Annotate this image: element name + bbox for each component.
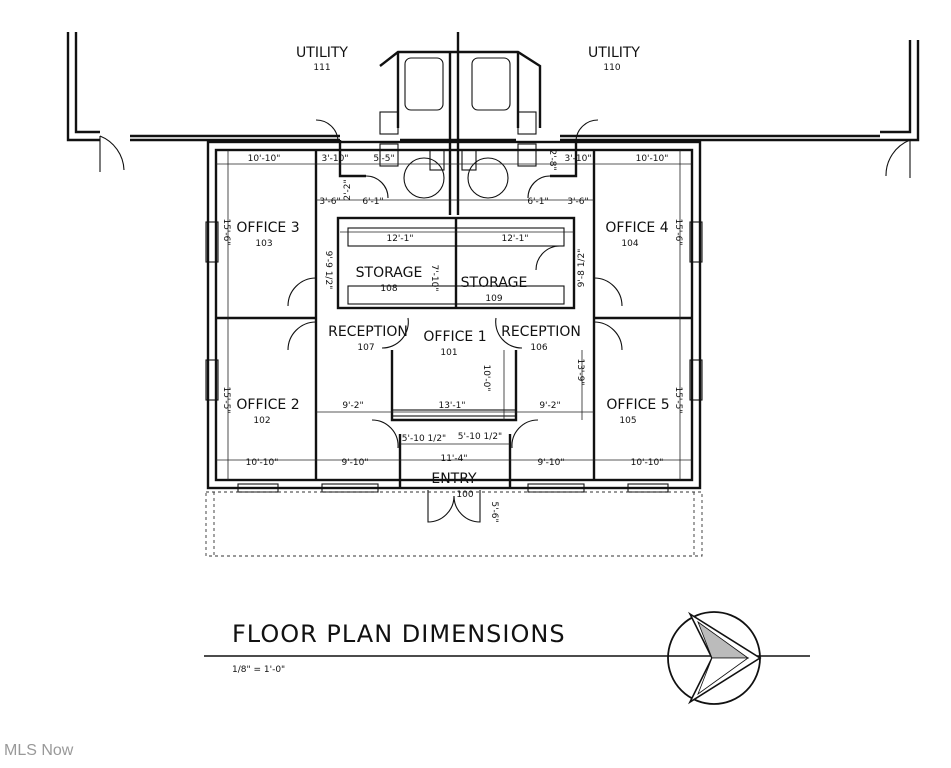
title-block: FLOOR PLAN DIMENSIONS 1/8" = 1'-0" — [204, 620, 810, 675]
main-walls — [206, 140, 702, 490]
adjacent-building-walls — [66, 32, 920, 178]
dim-label: 9'-10" — [537, 458, 564, 468]
dim-label: 11'-4" — [440, 454, 467, 464]
dim-label: 9'-9 1/2" — [323, 251, 333, 290]
dim-label: 5'-10 1/2" — [402, 434, 446, 444]
room-number: 106 — [530, 343, 547, 353]
dim-label: 15'-6" — [221, 218, 231, 245]
room-office-4: OFFICE 4 104 — [605, 220, 668, 249]
dim-label: 6'-1" — [527, 197, 548, 207]
room-name: ENTRY — [431, 471, 477, 487]
dim-label: 10'-10" — [631, 458, 664, 468]
dim-label: 12'-1" — [386, 234, 413, 244]
dim-label: 5'-10 1/2" — [458, 432, 502, 442]
room-number: 103 — [255, 239, 272, 249]
dim-label: 5'-6" — [489, 501, 499, 522]
dim-label: 10'-10" — [248, 154, 281, 164]
dim-label: 10'-10" — [636, 154, 669, 164]
room-name: OFFICE 5 — [606, 397, 669, 413]
dim-label: 9'-2" — [539, 401, 560, 411]
dim-label: 9'-8 1/2" — [577, 249, 587, 288]
plan-scale: 1/8" = 1'-0" — [232, 665, 285, 675]
dim-label: 15'-5" — [673, 386, 683, 413]
restroom-block — [379, 50, 542, 215]
room-number: 100 — [456, 490, 473, 500]
dim-label: 10'-10" — [246, 458, 279, 468]
room-office-3: OFFICE 3 103 — [236, 220, 299, 249]
dim-label: 10'-0" — [481, 364, 491, 391]
windows — [205, 221, 703, 493]
room-reception-106: RECEPTION 106 — [501, 324, 581, 353]
room-name: RECEPTION — [501, 324, 581, 340]
dim-label: 7'-10" — [429, 264, 439, 291]
dimension-lines — [216, 150, 692, 480]
room-name: OFFICE 3 — [236, 220, 299, 236]
dim-label: 2'-8" — [547, 149, 557, 170]
dim-label: 3'-6" — [567, 197, 588, 207]
room-storage-109: STORAGE 109 — [461, 275, 528, 304]
room-name: OFFICE 1 — [423, 329, 486, 345]
room-number: 105 — [619, 416, 636, 426]
dim-label: 5'-5" — [373, 154, 394, 164]
dim-label: 3'-10" — [564, 154, 591, 164]
room-name: UTILITY — [296, 45, 348, 61]
dim-label: 9'-2" — [342, 401, 363, 411]
dim-label: 6'-1" — [362, 197, 383, 207]
room-number: 102 — [253, 416, 270, 426]
room-number: 111 — [313, 63, 330, 73]
dim-label: 3'-6" — [319, 197, 340, 207]
room-number: 107 — [357, 343, 374, 353]
dim-label: 15'-6" — [673, 218, 683, 245]
room-name: UTILITY — [588, 45, 640, 61]
dim-label: 9'-10" — [341, 458, 368, 468]
dim-label: 15'-5" — [221, 386, 231, 413]
dim-label: 12'-1" — [501, 234, 528, 244]
room-utility-111: UTILITY 111 — [296, 45, 348, 73]
room-office-5: OFFICE 5 105 — [606, 397, 669, 426]
room-office-1: OFFICE 1 101 — [423, 329, 486, 358]
room-name: OFFICE 2 — [236, 397, 299, 413]
watermark: MLS Now — [4, 742, 74, 759]
room-entry: ENTRY 100 — [431, 471, 477, 500]
room-number: 104 — [621, 239, 638, 249]
room-name: STORAGE — [461, 275, 528, 291]
room-name: RECEPTION — [328, 324, 408, 340]
dimension-labels: 10'-10" 3'-10" 5'-5" 3'-10" 10'-10" 2'-2… — [221, 149, 683, 522]
room-number: 101 — [440, 348, 457, 358]
room-name: OFFICE 4 — [605, 220, 668, 236]
porch — [205, 491, 703, 557]
room-utility-110: UTILITY 110 — [588, 45, 640, 73]
plan-title: FLOOR PLAN DIMENSIONS — [232, 620, 566, 648]
room-name: STORAGE — [356, 265, 423, 281]
north-arrow-icon — [667, 611, 762, 705]
room-number: 109 — [485, 294, 502, 304]
room-storage-108: STORAGE 108 — [356, 265, 423, 294]
room-number: 108 — [380, 284, 397, 294]
room-reception-107: RECEPTION 107 — [328, 324, 408, 353]
dim-label: 13'-1" — [438, 401, 465, 411]
room-office-2: OFFICE 2 102 — [236, 397, 299, 426]
dim-label: 13'-9" — [575, 358, 585, 385]
door-swings — [287, 119, 623, 523]
dim-label: 3'-10" — [321, 154, 348, 164]
dim-label: 2'-2" — [343, 179, 353, 200]
room-number: 110 — [603, 63, 620, 73]
